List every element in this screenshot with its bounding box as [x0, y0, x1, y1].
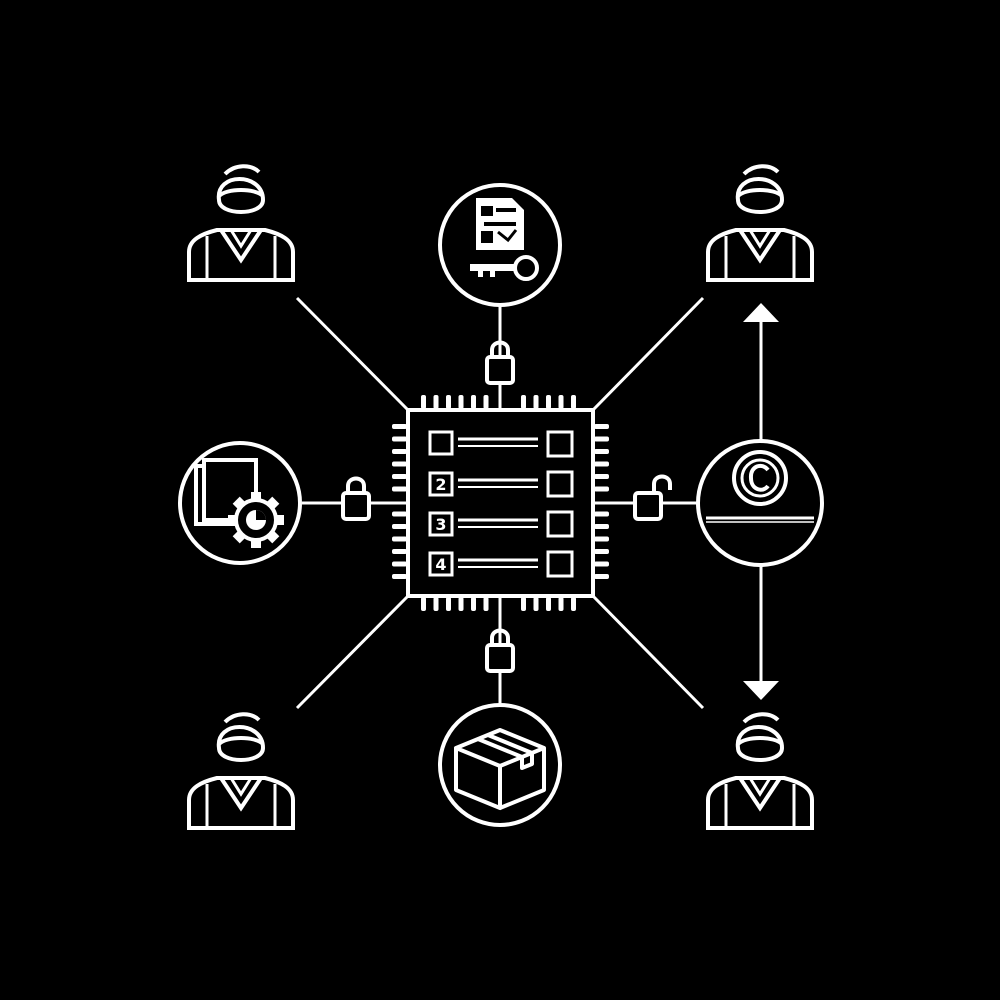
chip-pin — [392, 524, 407, 529]
chip-pins-bottom — [421, 597, 576, 611]
chip-pin — [594, 474, 609, 479]
connector-bottom-right — [591, 594, 705, 710]
chip-pin — [594, 461, 609, 467]
user-bottom-left-icon — [187, 712, 295, 830]
chip-pin — [458, 395, 464, 409]
chip-pin — [392, 424, 407, 429]
chip-pin — [433, 597, 439, 611]
copyright-coin-node — [696, 439, 824, 567]
chip-pin — [392, 549, 407, 554]
chip-pin — [558, 395, 564, 409]
checklist-row — [428, 430, 574, 458]
chip-pin — [521, 597, 526, 611]
row-checkbox — [546, 470, 574, 498]
chip-pin — [421, 395, 426, 409]
chip-pin — [594, 561, 609, 567]
connector-top-left — [295, 296, 410, 412]
chip-pin — [392, 449, 407, 454]
chip-pins-left — [392, 424, 407, 579]
chip-pin — [483, 597, 489, 611]
arrow-up-icon — [743, 303, 779, 322]
row-number-box — [428, 430, 454, 456]
chip-pin — [571, 597, 576, 611]
chip-pin — [392, 536, 407, 542]
chip-pin — [594, 436, 609, 442]
copyright-icon — [732, 450, 788, 506]
checklist-row: 3 — [428, 510, 574, 538]
connector-bottom-left — [295, 594, 410, 710]
chip-pin — [392, 436, 407, 442]
chip-pin — [471, 597, 476, 611]
chip-pin — [392, 486, 407, 492]
row-number: 3 — [435, 515, 446, 534]
chip-pin — [594, 424, 609, 429]
document-key-node — [438, 183, 562, 307]
chip-pin — [594, 524, 609, 529]
document-icon — [476, 198, 524, 250]
chip-pin — [546, 395, 551, 409]
chip-pin — [521, 395, 526, 409]
chip-pin — [594, 511, 609, 517]
chip-pin — [446, 597, 451, 611]
package-box-node — [438, 703, 562, 827]
row-checkbox — [546, 510, 574, 538]
chip-pin — [558, 597, 564, 611]
chip-pin — [392, 574, 407, 579]
chip-pin — [483, 395, 489, 409]
arrow-down-icon — [743, 681, 779, 700]
chip-pin — [446, 395, 451, 409]
chip-pin — [392, 561, 407, 567]
row-number: 4 — [435, 555, 446, 574]
row-number-box — [428, 551, 454, 577]
smart-contract-chip: 2 3 4 — [392, 395, 609, 611]
row-number-box — [428, 471, 454, 497]
chip-pin — [392, 511, 407, 517]
lock-left-icon — [341, 476, 371, 521]
connector-top-right — [591, 296, 705, 412]
chip-pins-right — [594, 424, 609, 579]
row-number: 2 — [435, 475, 446, 494]
row-number-box — [428, 511, 454, 537]
chip-pins-top — [421, 395, 576, 409]
gear-icon — [228, 492, 284, 548]
user-top-left-icon — [187, 164, 295, 282]
chip-pin — [533, 597, 539, 611]
chip-pin — [433, 395, 439, 409]
lock-top-icon — [485, 328, 515, 385]
chip-body — [406, 408, 595, 598]
chip-pin — [458, 597, 464, 611]
row-checkbox — [546, 430, 574, 458]
box-icon — [454, 728, 546, 810]
document-gear-node — [178, 441, 302, 565]
key-icon — [470, 255, 539, 281]
row-checkbox — [546, 550, 574, 578]
chip-pin — [594, 574, 609, 579]
user-top-right-icon — [706, 164, 814, 282]
chip-pin — [533, 395, 539, 409]
chip-pin — [571, 395, 576, 409]
chip-pin — [546, 597, 551, 611]
chip-pin — [392, 474, 407, 479]
checklist-row: 2 — [428, 470, 574, 498]
chip-pin — [594, 536, 609, 542]
chip-pin — [392, 461, 407, 467]
chip-pin — [594, 449, 609, 454]
user-bottom-right-icon — [706, 712, 814, 830]
checklist-row: 4 — [428, 550, 574, 578]
chip-pin — [471, 395, 476, 409]
chip-pin — [594, 549, 609, 554]
chip-pin — [594, 486, 609, 492]
unlocked-lock-right-icon — [633, 474, 672, 521]
chip-pin — [421, 597, 426, 611]
